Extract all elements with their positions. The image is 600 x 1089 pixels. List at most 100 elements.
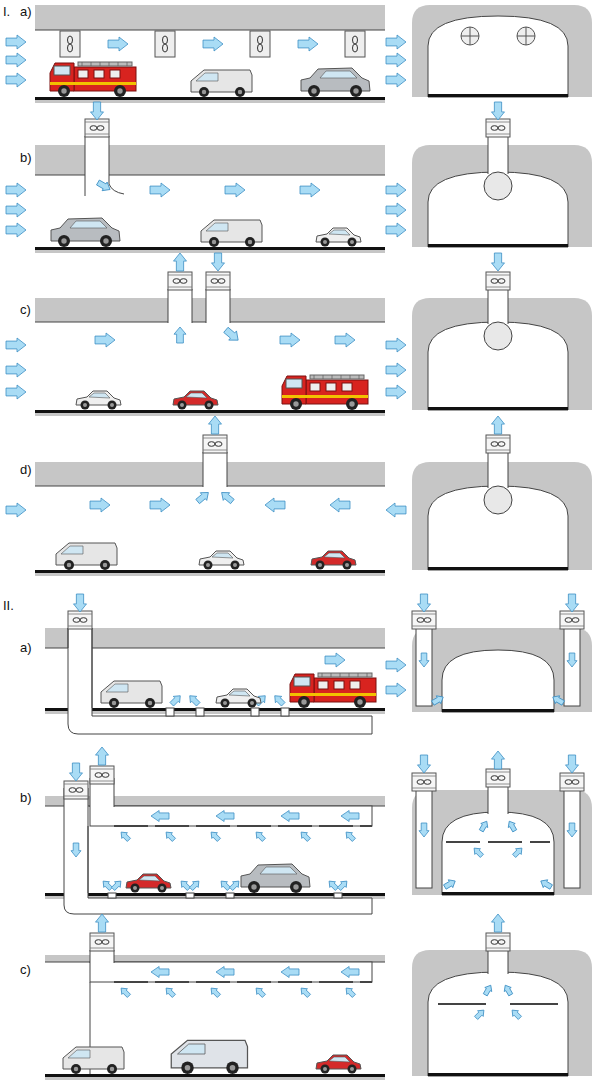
floor-vent — [251, 708, 259, 716]
airflow-arrow — [386, 385, 406, 399]
wheel — [250, 701, 254, 705]
airflow-arrow — [300, 183, 320, 197]
airflow-arrow — [567, 653, 577, 667]
fan-housing — [68, 626, 92, 627]
wheel — [202, 90, 207, 95]
sedan-vehicle — [76, 391, 121, 410]
axial-fan — [486, 435, 510, 453]
ground — [45, 1077, 385, 1080]
airflow-arrow — [386, 183, 406, 197]
airflow-arrow — [163, 829, 176, 842]
fan-rotor — [491, 442, 498, 447]
exhaust-duct — [90, 962, 372, 982]
airflow-arrow — [209, 416, 222, 434]
truck-ladder — [340, 673, 341, 677]
rock-mass — [412, 5, 592, 97]
wheel — [110, 1067, 115, 1072]
wheel — [223, 701, 227, 705]
ground — [35, 250, 385, 253]
axial-fan — [203, 435, 227, 453]
truck-ladder — [350, 375, 351, 379]
van-vehicle — [191, 70, 252, 97]
intermediate-ceiling — [438, 1003, 558, 1005]
airflow-arrow — [6, 223, 26, 237]
airflow-arrow — [492, 914, 505, 932]
fan-housing — [560, 614, 584, 615]
shaft-wall — [508, 290, 509, 324]
shaft-space — [488, 137, 508, 174]
ventilation-shaft — [488, 787, 508, 814]
wheel — [251, 884, 256, 889]
fan-housing — [90, 769, 114, 770]
fan-rotor — [173, 279, 180, 284]
tunnel-profile — [428, 972, 568, 1076]
fan-rotor — [95, 940, 102, 945]
airflow-arrow — [91, 102, 104, 120]
airflow-arrow — [118, 829, 131, 842]
truck-compartment — [110, 70, 120, 78]
truck-compartment — [326, 383, 336, 391]
fan-rotor — [491, 940, 498, 945]
car-window — [212, 553, 233, 558]
airflow-arrow — [386, 53, 406, 67]
fan-housing — [486, 784, 510, 785]
airflow-arrow — [336, 878, 349, 891]
fan-housing — [486, 287, 510, 288]
airflow-arrow — [174, 253, 187, 271]
fan-housing — [90, 948, 114, 949]
supply-duct — [564, 790, 580, 888]
fan-rotor — [97, 126, 104, 131]
airflow-arrow — [419, 823, 429, 837]
truck-body — [74, 67, 136, 91]
wheel — [74, 1067, 79, 1072]
tunnel-space — [35, 486, 385, 570]
intermediate-ceiling — [114, 825, 372, 827]
variant-letter: c) — [20, 302, 31, 317]
group-numeral: II. — [3, 598, 14, 613]
variant-letter: b) — [20, 150, 32, 165]
road-surface — [35, 570, 385, 573]
wheel — [148, 701, 153, 706]
fan-rotor — [470, 27, 471, 45]
wheel — [71, 1064, 81, 1074]
wheel — [112, 701, 117, 706]
fan-rotor — [68, 36, 73, 44]
wheel — [248, 699, 257, 708]
fan-housing — [560, 788, 584, 789]
van-window — [196, 73, 218, 81]
fan-rotor — [498, 776, 505, 781]
airflow-arrow — [6, 363, 26, 377]
jet-fan — [345, 31, 365, 57]
airflow-arrow — [74, 594, 87, 612]
fan-rotor — [417, 618, 424, 623]
shaft-wall — [206, 289, 207, 323]
airflow-arrow — [418, 755, 431, 773]
shaft-wall — [90, 950, 91, 963]
car-window — [70, 221, 107, 228]
airflow-arrow — [386, 658, 406, 672]
airflow-arrow — [218, 489, 235, 506]
jet-fan-housing — [517, 27, 535, 45]
van-vehicle — [56, 543, 117, 570]
fan-rotor — [498, 126, 505, 131]
tunnel-space — [35, 322, 385, 410]
tunnel-profile — [428, 486, 568, 570]
fan-rotor — [69, 788, 76, 793]
wheel — [321, 1065, 330, 1074]
wheel — [308, 85, 320, 97]
airflow-arrow — [6, 338, 26, 352]
wheel — [293, 884, 298, 889]
tunnel-longitudinal-section — [45, 955, 385, 1080]
airflow-arrow — [212, 253, 225, 271]
tunnel-profile — [428, 322, 568, 410]
jet-fan — [250, 31, 270, 57]
tunnel-cross-section — [412, 628, 592, 712]
fan-rotor — [424, 780, 431, 785]
fan-housing — [486, 122, 510, 123]
wheel — [160, 886, 164, 890]
fan-housing — [206, 287, 230, 288]
airflow-arrow — [298, 829, 311, 842]
shaft-wall — [168, 289, 169, 323]
truck-ladder — [332, 375, 333, 379]
